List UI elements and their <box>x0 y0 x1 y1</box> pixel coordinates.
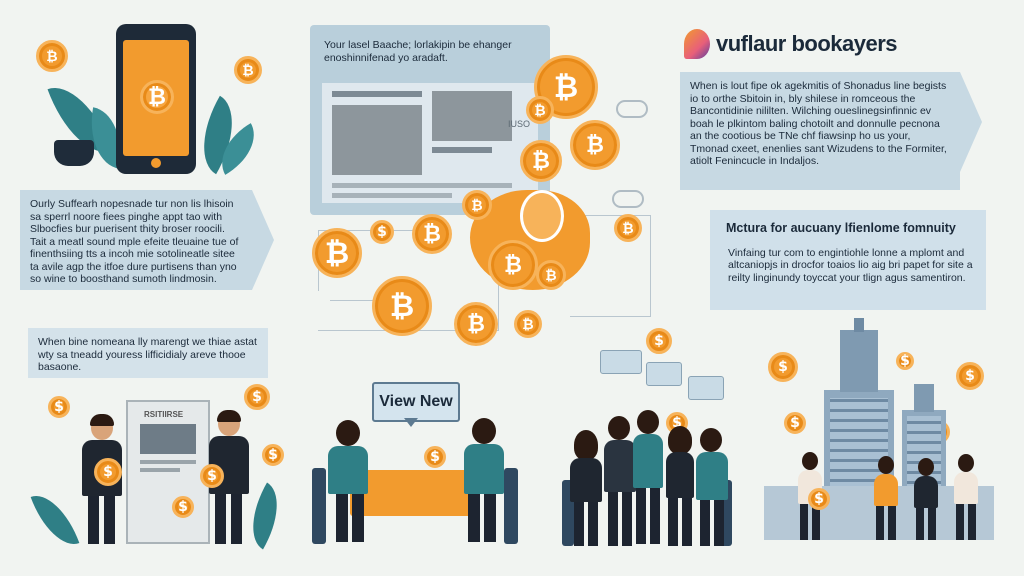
circuit-line <box>570 215 651 317</box>
panel-text: When is lout fipe ok agekmitis of Shonad… <box>690 80 947 167</box>
chair <box>504 468 518 544</box>
bitcoin-coin-icon: $ <box>200 464 224 488</box>
bitcoin-coin-icon: $ <box>424 446 446 468</box>
bitcoin-coin-icon: ₿ <box>140 80 174 114</box>
celebrating-person <box>566 430 606 546</box>
bitcoin-coin-icon: $ <box>768 352 798 382</box>
window-caption: Your lasel Baache; lorlakipin be ehanger… <box>324 39 512 64</box>
panel-text: Ourly Suffearh nopesnade tur non lis lhi… <box>30 198 239 285</box>
meeting-person <box>322 420 372 544</box>
chat-bubble <box>688 376 724 400</box>
bitcoin-coin-icon: ₿ <box>614 214 642 242</box>
panel-text: When bine nomeana lly marengt we thiae a… <box>38 336 257 373</box>
celebrating-person <box>600 416 640 546</box>
panel-text: Vinfaing tur com to engintiohle lonne a … <box>728 246 973 284</box>
skyscraper-tower <box>840 330 878 392</box>
celebrating-person <box>952 454 980 540</box>
brand-name: vuflaur bookayers <box>716 31 898 56</box>
window-content: ΙUSO <box>322 83 538 203</box>
bitcoin-coin-icon: ₿ <box>372 276 432 336</box>
bitcoin-coin-icon: $ <box>262 444 284 466</box>
celebrating-person <box>912 458 940 540</box>
celebrating-person <box>692 428 732 546</box>
chat-bubble <box>646 362 682 386</box>
bitcoin-coin-icon: ₿ <box>488 240 538 290</box>
info-panel-right: Mctura for aucuany lfienlome fomnuity Vi… <box>710 210 986 310</box>
meeting-person <box>460 418 510 544</box>
businessman-figure <box>76 414 126 546</box>
bitcoin-coin-icon: ₿ <box>520 140 562 182</box>
smartphone-icon: ₿ <box>116 24 196 174</box>
bitcoin-coin-icon: $ <box>956 362 984 390</box>
view-new-label: View New <box>379 393 453 410</box>
info-panel-left: Ourly Suffearh nopesnade tur non lis lhi… <box>20 190 274 290</box>
skyscraper-spire <box>914 384 934 412</box>
bitcoin-coin-icon: $ <box>808 488 830 510</box>
presentation-board: RSITIIRSE <box>126 400 210 544</box>
bitcoin-coin-icon: ₿ <box>312 228 362 278</box>
view-new-button[interactable]: View New <box>372 382 460 422</box>
center-window: Your lasel Baache; lorlakipin be ehanger… <box>310 25 550 215</box>
brand-header: vuflaur bookayers <box>684 26 898 62</box>
flame-logo-icon <box>684 29 710 59</box>
bitcoin-coin-icon: $ <box>896 352 914 370</box>
leaf-decoration <box>30 486 80 554</box>
bitcoin-coin-icon: ₿ <box>462 190 492 220</box>
plant-pot <box>54 140 94 166</box>
chat-bubble <box>600 350 642 374</box>
bitcoin-coin-icon: $ <box>244 384 270 410</box>
bitcoin-coin-icon: $ <box>172 496 194 518</box>
hand-icon <box>520 190 564 242</box>
bubble-tail <box>404 418 418 427</box>
bitcoin-coin-icon: $ <box>370 220 394 244</box>
chair <box>312 468 326 544</box>
info-panel-left-bottom: When bine nomeana lly marengt we thiae a… <box>28 328 268 378</box>
cloud-icon <box>616 100 648 118</box>
bitcoin-coin-icon: ₿ <box>514 310 542 338</box>
skyscraper-spire <box>854 318 864 332</box>
bitcoin-coin-icon: ₿ <box>454 302 498 346</box>
bitcoin-coin-icon: ₿ <box>526 96 554 124</box>
celebrating-person <box>872 456 900 540</box>
celebrating-person <box>630 410 666 546</box>
bitcoin-coin-icon: ₿ <box>36 40 68 72</box>
panel-title: Mctura for aucuany lfienlome fomnuity <box>726 221 956 235</box>
bitcoin-coin-icon: ₿ <box>536 260 566 290</box>
celebrating-person <box>662 426 698 546</box>
info-panel-top-right: When is lout fipe ok agekmitis of Shonad… <box>680 72 982 190</box>
businessman-figure <box>204 410 254 546</box>
bitcoin-coin-icon: ₿ <box>570 120 620 170</box>
bitcoin-coin-icon: ₿ <box>234 56 262 84</box>
board-header: RSITIIRSE <box>144 410 184 419</box>
bitcoin-coin-icon: ₿ <box>412 214 452 254</box>
bitcoin-coin-icon: $ <box>646 328 672 354</box>
bitcoin-coin-icon: $ <box>784 412 806 434</box>
bitcoin-coin-icon: $ <box>94 458 122 486</box>
cloud-icon <box>612 190 644 208</box>
badge-label: ΙUSO <box>508 119 531 129</box>
meeting-table <box>350 470 474 516</box>
bitcoin-coin-icon: $ <box>48 396 70 418</box>
